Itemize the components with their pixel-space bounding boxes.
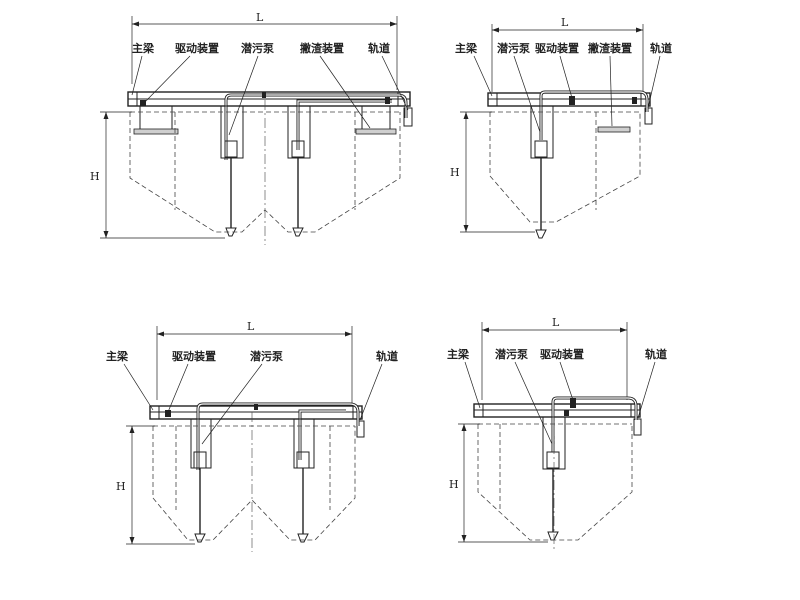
height-label-3: H <box>116 480 126 493</box>
length-label: L <box>256 11 264 24</box>
drive-device-label-2: 驱动装置 <box>535 41 579 55</box>
height-label-2: H <box>450 166 460 179</box>
skimming-device-label-2: 撇渣装置 <box>588 41 632 55</box>
length-label-2: L <box>561 16 569 29</box>
sewage-pump-label-2: 潜污泵 <box>497 41 530 55</box>
figure-double-hopper: L H 主梁 驱动装置 潜污泵 轨道 <box>106 320 398 552</box>
main-beam-label-3: 主梁 <box>106 349 129 363</box>
length-label-4: L <box>552 316 560 329</box>
drive-device-label: 驱动装置 <box>175 41 219 55</box>
figure-single-hopper: L H 主梁 潜污泵 驱动装置 轨道 <box>447 316 667 552</box>
drive-device-label-3: 驱动装置 <box>172 349 216 363</box>
sewage-pump-label: 潜污泵 <box>241 41 274 55</box>
main-beam-label-4: 主梁 <box>447 347 470 361</box>
figure-single-hopper-with-skimmer: L H 主梁 潜污泵 驱动装置 撇渣装置 轨道 <box>450 16 672 239</box>
main-beam-label: 主梁 <box>132 41 155 55</box>
track-label: 轨道 <box>368 41 390 55</box>
height-label-4: H <box>449 478 459 491</box>
figure-double-hopper-with-skimmer: L <box>90 11 413 245</box>
main-beam-label-2: 主梁 <box>455 41 478 55</box>
drive-device-label-4: 驱动装置 <box>540 347 584 361</box>
track-label-3: 轨道 <box>376 349 398 363</box>
track-label-4: 轨道 <box>645 347 667 361</box>
sewage-pump-label-4: 潜污泵 <box>495 347 528 361</box>
height-label: H <box>90 170 100 183</box>
skimming-device-label: 撇渣装置 <box>300 41 344 55</box>
track-label-2: 轨道 <box>650 41 672 55</box>
sewage-pump-label-3: 潜污泵 <box>250 349 283 363</box>
length-label-3: L <box>247 320 255 333</box>
